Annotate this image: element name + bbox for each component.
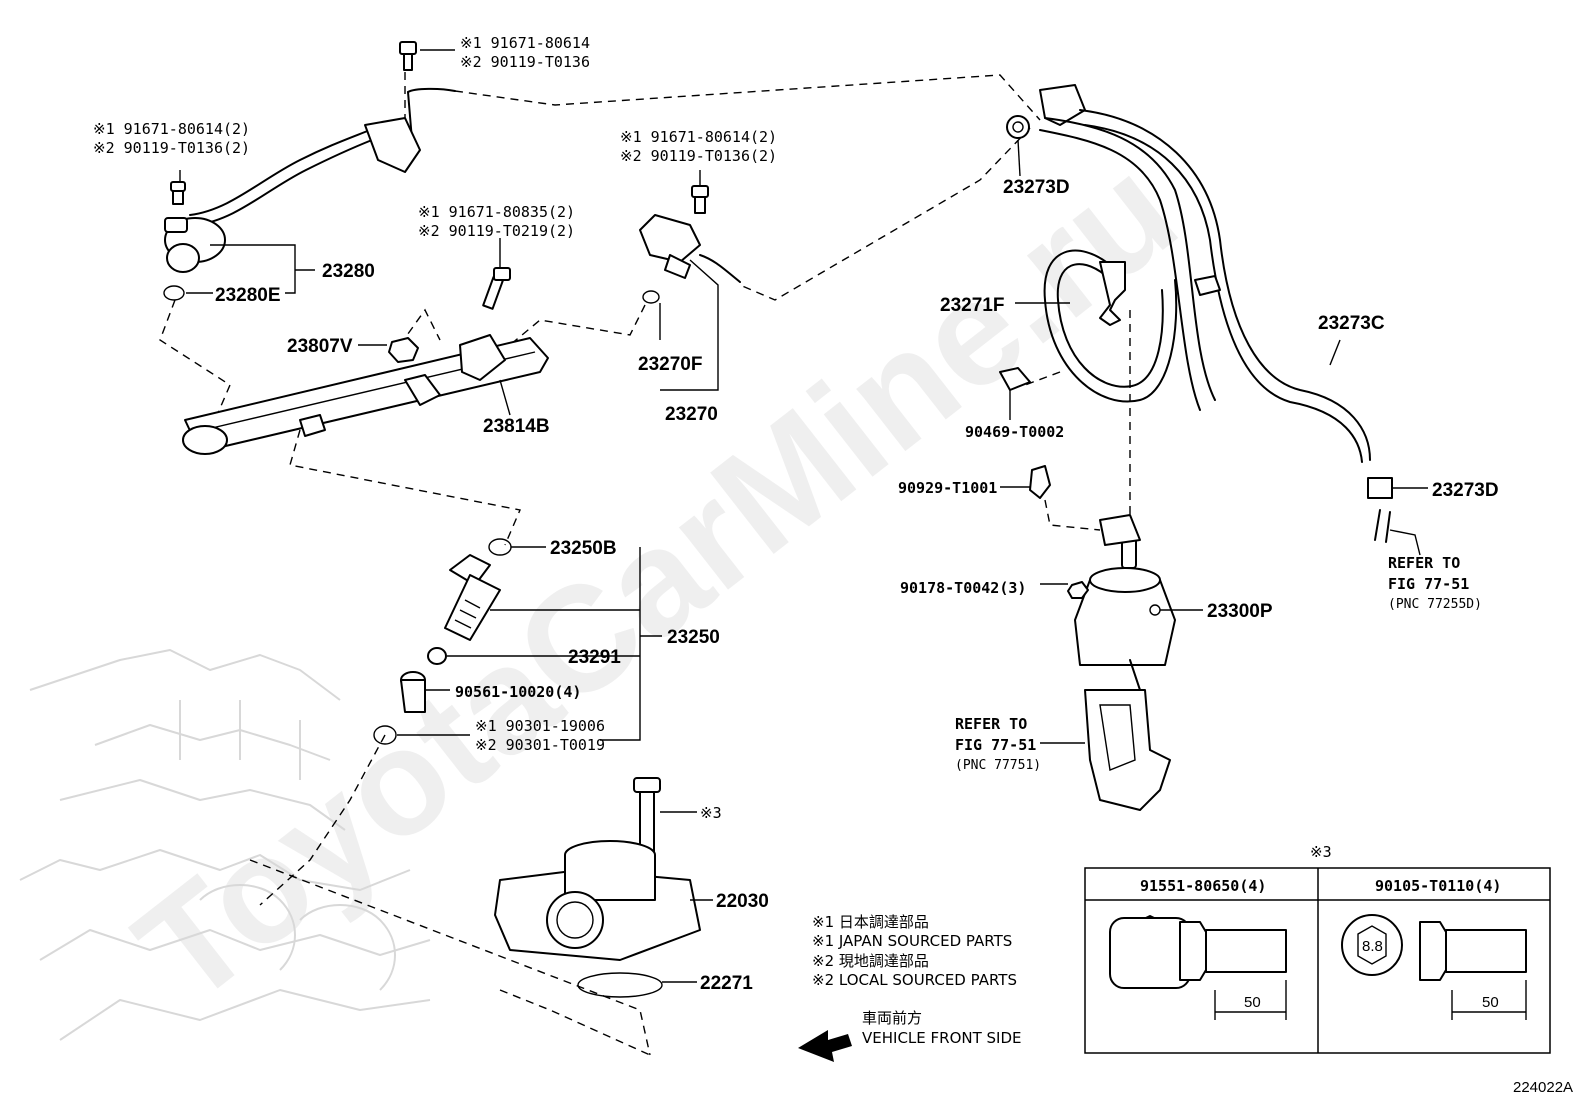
label-23280: 23280 (322, 261, 375, 282)
oring-callout: ※1 90301-19006 ※2 90301-T0019 (475, 717, 605, 754)
svg-text:※2 90301-T0019: ※2 90301-T0019 (475, 736, 605, 754)
label-22271: 22271 (700, 973, 753, 994)
svg-text:※1 91671-80835(2): ※1 91671-80835(2) (418, 203, 575, 221)
svg-text:※1 91671-80614(2): ※1 91671-80614(2) (93, 120, 250, 138)
mid-bolt-callout: ※1 91671-80614(2) ※2 90119-T0136(2) (620, 128, 777, 165)
svg-text:※2 90119-T0219(2): ※2 90119-T0219(2) (418, 222, 575, 240)
throttle-body-22030 (494, 777, 701, 961)
sensor-23270 (639, 185, 741, 283)
label-90178: 90178-T0042(3) (900, 579, 1026, 597)
label-23300P: 23300P (1207, 601, 1273, 622)
svg-text:※2 90119-T0136(2): ※2 90119-T0136(2) (93, 139, 250, 157)
svg-text:FIG 77-51: FIG 77-51 (1388, 575, 1469, 593)
vehicle-front-arrow-icon (798, 1030, 852, 1062)
o-ring-90301 (373, 725, 397, 745)
svg-text:※1 91671-80614(2): ※1 91671-80614(2) (620, 128, 777, 146)
o-ring-23280E (163, 285, 185, 301)
svg-text:※2 90119-T0136(2): ※2 90119-T0136(2) (620, 147, 777, 165)
clamp-23273D-top (1006, 115, 1030, 139)
bolt-col2-grade: 8.8 (1362, 938, 1383, 955)
svg-text:REFER TO: REFER TO (955, 715, 1027, 733)
injector-23250 (444, 554, 501, 641)
leader-lines (179, 49, 1428, 983)
bolt-col2-part: 90105-T0110(4) (1375, 877, 1501, 895)
o-ring-23250B (488, 538, 512, 556)
svg-text:VEHICLE FRONT SIDE: VEHICLE FRONT SIDE (862, 1029, 1022, 1047)
clamp-23273D-right (1367, 477, 1393, 543)
top-bolt-callout: ※1 91671-80614 ※2 90119-T0136 (460, 34, 590, 71)
vacuum-hose-assembly (1039, 84, 1371, 463)
sourcing-legend: ※1 日本調達部品 ※1 JAPAN SOURCED PARTS ※2 現地調達… (812, 913, 1017, 989)
bolt-col1-part: 91551-80650(4) (1140, 877, 1266, 895)
svg-text:FIG 77-51: FIG 77-51 (955, 736, 1036, 754)
label-tb-bolt: ※3 (700, 804, 722, 822)
figure-id: 224022A (1513, 1079, 1573, 1096)
label-23814B: 23814B (483, 416, 550, 437)
svg-text:REFER TO: REFER TO (1388, 554, 1460, 572)
svg-text:※2 LOCAL SOURCED PARTS: ※2 LOCAL SOURCED PARTS (812, 971, 1017, 989)
label-23273D-top: 23273D (1003, 177, 1070, 198)
bolt-col2-drawing: 8.8 50 (1341, 914, 1527, 1020)
refer-lower: REFER TO FIG 77-51 (PNC 77751) (955, 715, 1041, 773)
label-23250: 23250 (667, 627, 720, 648)
svg-text:※1 91671-80614: ※1 91671-80614 (460, 34, 590, 52)
label-90469: 90469-T0002 (965, 423, 1064, 441)
bolt-col1-drawing: 50 (1109, 915, 1287, 1020)
pressure-regulator-23280 (164, 117, 421, 273)
label-23280E: 23280E (215, 285, 281, 306)
vsv-23300P (1074, 514, 1176, 691)
nut-90178 (1067, 581, 1089, 599)
clip-90469 (999, 367, 1031, 391)
svg-text:(PNC 77751): (PNC 77751) (955, 758, 1041, 773)
spacer-23291 (427, 647, 447, 665)
label-90561: 90561-10020(4) (455, 683, 581, 701)
bracket-ref-77751 (1084, 689, 1171, 811)
svg-text:(PNC 77255D): (PNC 77255D) (1388, 597, 1482, 612)
rail-bolt-callout: ※1 91671-80835(2) ※2 90119-T0219(2) (418, 203, 575, 240)
label-90929: 90929-T1001 (898, 479, 997, 497)
svg-text:※1 JAPAN SOURCED PARTS: ※1 JAPAN SOURCED PARTS (812, 932, 1012, 950)
clip-90929 (1029, 465, 1051, 499)
svg-text:※1 日本調達部品: ※1 日本調達部品 (812, 913, 929, 931)
label-23273D-right: 23273D (1432, 480, 1499, 501)
refer-right: REFER TO FIG 77-51 (PNC 77255D) (1388, 554, 1482, 612)
gasket-22271 (577, 972, 663, 998)
o-ring-23270F (642, 290, 660, 304)
bolt-col1-length: 50 (1244, 994, 1261, 1011)
nut-23807V (388, 337, 419, 363)
bolt-col2-length: 50 (1482, 994, 1499, 1011)
bolt-table: ※3 91551-80650(4) 90105-T0110(4) 50 8.8 (1084, 843, 1551, 1054)
svg-text:車両前方: 車両前方 (862, 1009, 922, 1027)
label-23271F: 23271F (940, 295, 1004, 316)
engine-block-outline (19, 649, 431, 1041)
insulator-90561 (400, 671, 426, 713)
left-bolt-callout: ※1 91671-80614(2) ※2 90119-T0136(2) (93, 120, 250, 157)
hose-23271F (1043, 249, 1178, 403)
label-23250B: 23250B (550, 538, 617, 559)
label-22030: 22030 (716, 891, 769, 912)
label-23273C: 23273C (1318, 313, 1385, 334)
label-23807V: 23807V (287, 336, 353, 357)
assembly-dashed-lines (159, 72, 1131, 1056)
label-23291: 23291 (568, 647, 621, 668)
svg-text:※2 現地調達部品: ※2 現地調達部品 (812, 952, 929, 970)
vehicle-front-label: 車両前方 VEHICLE FRONT SIDE (862, 1009, 1022, 1047)
bolt-table-mark: ※3 (1310, 843, 1332, 861)
fuel-rail-23814B (182, 267, 549, 455)
svg-text:※2 90119-T0136: ※2 90119-T0136 (460, 53, 590, 71)
svg-text:※1 90301-19006: ※1 90301-19006 (475, 717, 605, 735)
label-23270: 23270 (665, 404, 718, 425)
label-23270F: 23270F (638, 354, 702, 375)
